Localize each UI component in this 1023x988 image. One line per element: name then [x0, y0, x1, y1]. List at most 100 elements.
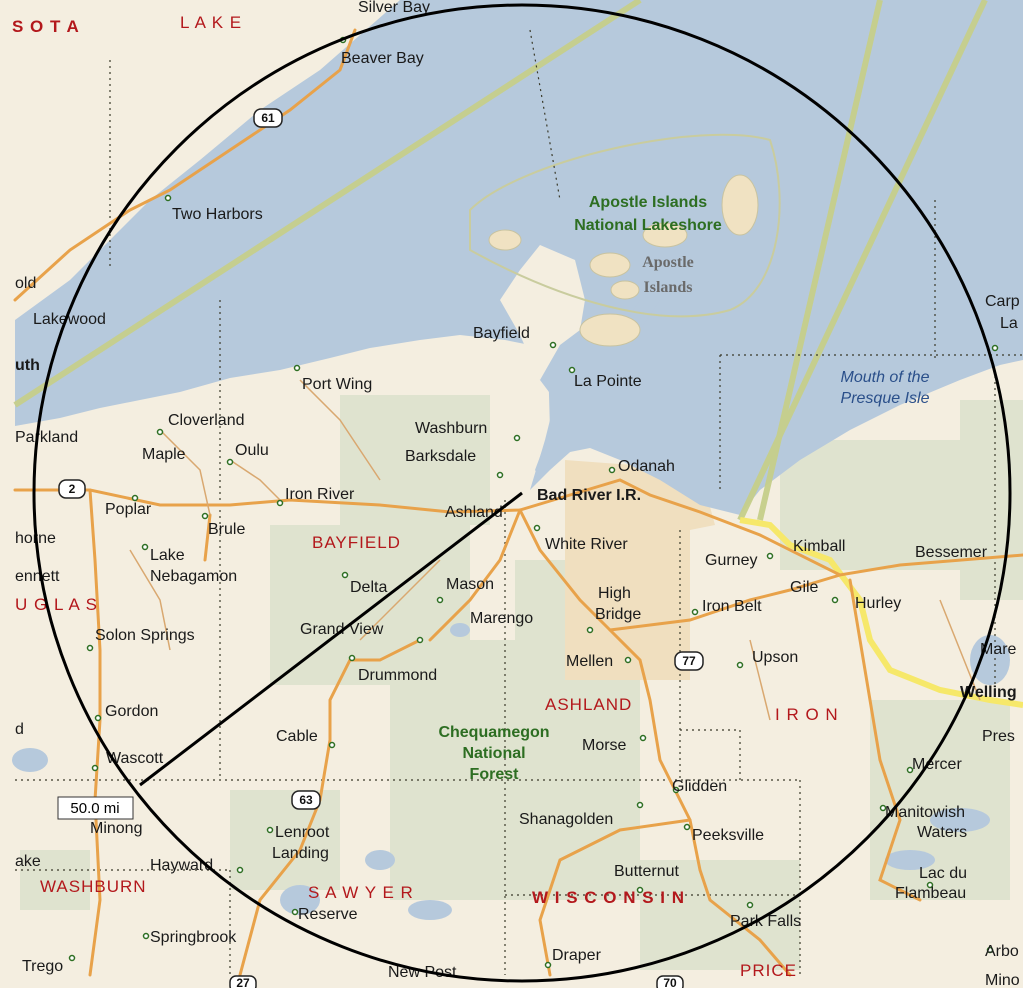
- region-bayfield: BAYFIELD: [312, 533, 401, 552]
- region-douglas: U G L A S: [15, 595, 98, 614]
- town-marengo: Marengo: [470, 610, 533, 627]
- radius-circle[interactable]: [32, 3, 1012, 983]
- town-la: La: [1000, 315, 1018, 332]
- town-poplar: Poplar: [105, 501, 152, 518]
- region-lake: L A K E: [180, 13, 242, 32]
- region-sawyer: S A W Y E R: [308, 883, 414, 902]
- town-brule: Brule: [208, 521, 245, 538]
- town-beaver-bay: Beaver Bay: [341, 50, 424, 67]
- town-mare: Mare: [980, 641, 1017, 658]
- highway-77-shield: 77: [674, 651, 704, 671]
- town-ennett: ennett: [15, 568, 60, 585]
- town-reserve: Reserve: [298, 906, 358, 923]
- park-apostle-line1: Apostle Islands: [589, 194, 707, 211]
- island-label-line2: Islands: [644, 279, 693, 296]
- town-hayward: Hayward: [150, 857, 213, 874]
- town-high-bridge-1: High: [598, 585, 631, 602]
- town-butternut: Butternut: [614, 863, 679, 880]
- town-cloverland: Cloverland: [168, 412, 244, 429]
- town-welling: Welling: [960, 684, 1017, 701]
- town-iron-belt: Iron Belt: [702, 598, 762, 615]
- town-arbo: Arbo: [985, 943, 1019, 960]
- town-morse: Morse: [582, 737, 627, 754]
- svg-text:70: 70: [663, 976, 677, 988]
- lake-superior: [15, 0, 1023, 515]
- apostle-lakeshore-boundary: [469, 133, 781, 318]
- town-shanagolden: Shanagolden: [519, 811, 613, 828]
- town-upson: Upson: [752, 649, 798, 666]
- minor-roads: [129, 379, 981, 721]
- town-draper: Draper: [552, 947, 602, 964]
- svg-text:77: 77: [682, 654, 696, 668]
- region-wisconsin: W I S C O N S I N: [532, 888, 685, 907]
- town-lac-du-1: Lac du: [919, 865, 967, 882]
- town-bad-river: Bad River I.R.: [537, 487, 641, 504]
- town-peeksville: Peeksville: [692, 827, 764, 844]
- town-manitowish-2: Waters: [917, 824, 967, 841]
- town-lake-nebagamon-1: Lake: [150, 547, 185, 564]
- town-kimball: Kimball: [793, 538, 845, 555]
- town-iron-river: Iron River: [285, 486, 355, 503]
- island-label-line1: Apostle: [642, 254, 694, 271]
- town-drummond: Drummond: [358, 667, 437, 684]
- region-washburn: WASHBURN: [40, 877, 147, 896]
- town-pres: Pres: [982, 728, 1015, 745]
- highway-70-shield: 70: [656, 975, 684, 988]
- apostle-island-shapes: [488, 174, 759, 347]
- town-washburn: Washburn: [415, 420, 487, 437]
- town-port-wing: Port Wing: [302, 376, 372, 393]
- town-hurley: Hurley: [855, 595, 901, 612]
- town-lake-nebagamon-2: Nebagamon: [150, 568, 237, 585]
- radius-line[interactable]: [139, 491, 523, 787]
- town-mason: Mason: [446, 576, 494, 593]
- park-apostle-line2: National Lakeshore: [574, 217, 722, 234]
- town-gile: Gile: [790, 579, 819, 596]
- town-mercer: Mercer: [912, 756, 962, 773]
- town-parkland: Parkland: [15, 429, 78, 446]
- town-delta: Delta: [350, 579, 387, 596]
- town-odanah: Odanah: [618, 458, 675, 475]
- town-lakewood: Lakewood: [33, 311, 106, 328]
- town-high-bridge-2: Bridge: [595, 606, 641, 623]
- highway-27-shield: 27: [229, 975, 257, 988]
- town-manitowish-1: Manitowish: [885, 804, 965, 821]
- town-lac-du-2: Flambeau: [895, 885, 966, 902]
- town-mellen: Mellen: [566, 653, 613, 670]
- town-ashland: Ashland: [445, 504, 503, 521]
- bayfield-peninsula: [500, 245, 585, 380]
- town-gurney: Gurney: [705, 552, 757, 569]
- region-ashland: ASHLAND: [545, 695, 632, 714]
- region-iron: I R O N: [775, 705, 839, 724]
- town-maple: Maple: [142, 446, 186, 463]
- town-minong: Minong: [90, 820, 142, 837]
- town-glidden: Glidden: [672, 778, 727, 795]
- town-barksdale: Barksdale: [405, 448, 476, 465]
- town-gordon: Gordon: [105, 703, 158, 720]
- svg-text:27: 27: [236, 976, 250, 988]
- town-cable: Cable: [276, 728, 318, 745]
- region-price: PRICE: [740, 961, 797, 980]
- svg-text:2: 2: [69, 482, 76, 496]
- radius-label: 50.0 mi: [57, 796, 134, 820]
- town-two-harbors: Two Harbors: [172, 206, 263, 223]
- town-springbrook: Springbrook: [150, 929, 237, 946]
- town-bayfield: Bayfield: [473, 325, 530, 342]
- town-lenroot-1: Lenroot: [275, 824, 330, 841]
- park-cheq-line2: National: [462, 745, 525, 762]
- town-silver-bay: Silver Bay: [358, 0, 430, 16]
- inland-lakes: [12, 623, 1010, 920]
- state-borders: [13, 0, 988, 522]
- region-minnesota: S O T A: [12, 17, 80, 36]
- town-wascott: Wascott: [106, 750, 164, 767]
- water-label-line1: Mouth of the: [841, 369, 930, 386]
- town-bessemer: Bessemer: [915, 544, 988, 561]
- highway-63-shield: 63: [291, 790, 321, 810]
- town-oulu: Oulu: [235, 442, 269, 459]
- highway-2-shield: 2: [58, 479, 86, 499]
- minnesota-shore: [15, 0, 400, 320]
- town-carp: Carp: [985, 293, 1020, 310]
- town-solon-springs: Solon Springs: [95, 627, 195, 644]
- highway-61-shield: 61: [253, 108, 283, 128]
- town-uth: uth: [15, 357, 40, 374]
